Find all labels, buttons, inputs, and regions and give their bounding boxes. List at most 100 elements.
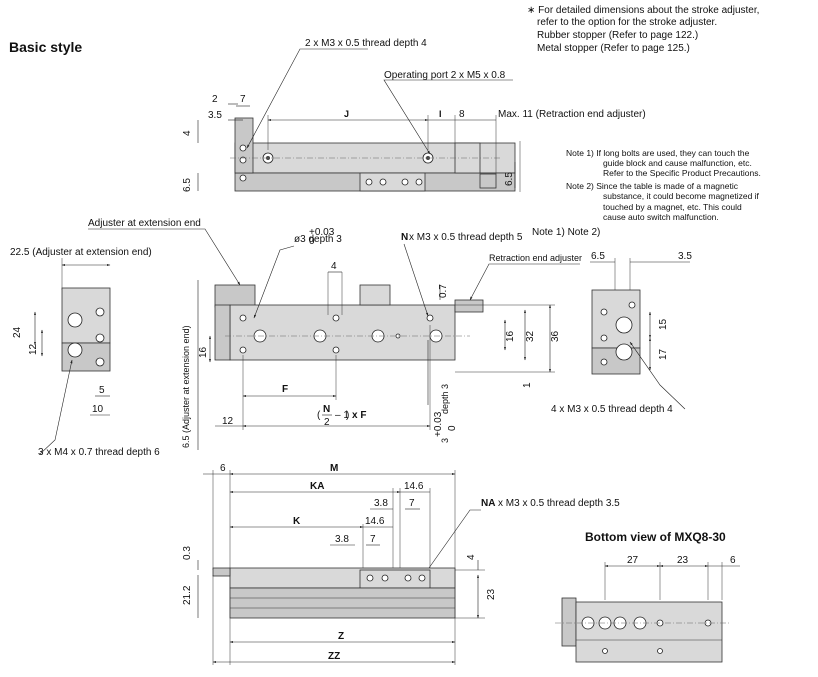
dim-3-5: 3.5 bbox=[208, 110, 222, 121]
dim-12: 12 bbox=[28, 343, 39, 355]
dim-36: 36 bbox=[550, 330, 561, 342]
front-adjuster bbox=[214, 284, 256, 308]
leader-port bbox=[383, 79, 513, 155]
dim-6-5: 6.5 bbox=[591, 251, 605, 262]
formula-N: N bbox=[323, 404, 330, 415]
thread-hole bbox=[239, 144, 247, 152]
dim-M: M bbox=[330, 463, 338, 474]
thread-hole bbox=[600, 308, 608, 316]
front-view-body bbox=[229, 304, 456, 361]
mxq-body bbox=[575, 601, 723, 663]
thread-hole bbox=[95, 307, 105, 317]
dim-3-tol-lower: 0 bbox=[447, 425, 458, 431]
note-right-3: Refer to the Specific Product Precaution… bbox=[603, 168, 761, 178]
left-view: 22.5 (Adjuster at extension end) 24 12 5… bbox=[10, 247, 160, 458]
dim-3-8-b: 3.8 bbox=[335, 534, 349, 545]
dim-3-8-a: 3.8 bbox=[374, 498, 388, 509]
port-hole bbox=[615, 316, 633, 334]
note-top-3: Rubber stopper (Refer to page 122.) bbox=[537, 30, 698, 41]
right-thread-label: 4 x M3 x 0.5 thread depth 4 bbox=[551, 404, 673, 415]
dim-depth3: depth 3 bbox=[440, 384, 450, 414]
dim-12: 12 bbox=[222, 416, 234, 427]
dim-4: 4 bbox=[331, 261, 337, 272]
top-view-guide-block bbox=[359, 172, 426, 192]
note-right-2: guide block and cause malfunction, etc. bbox=[603, 158, 752, 168]
mxq-bottom-view: Bottom view of MXQ8-30 27 23 6 bbox=[555, 530, 740, 663]
thread-hole bbox=[381, 574, 389, 582]
dim-32: 32 bbox=[525, 330, 536, 342]
thread-hole bbox=[239, 346, 247, 354]
mxq-end-plate bbox=[561, 597, 577, 647]
leader-thread bbox=[246, 48, 368, 149]
adjuster-vertical-label: 6.5 (Adjuster at extension end) bbox=[181, 325, 191, 448]
dim-I: I bbox=[439, 109, 442, 119]
dim-4: 4 bbox=[182, 130, 193, 136]
N-rest: x M3 x 0.5 thread depth 5 bbox=[409, 232, 523, 243]
pin-label: ø3 depth 3 bbox=[294, 234, 342, 245]
top-view: 2 x M3 x 0.5 thread depth 4 Operating po… bbox=[182, 38, 646, 192]
front-top-block bbox=[359, 284, 391, 306]
thread-hole bbox=[628, 301, 636, 309]
dim-5: 5 bbox=[99, 385, 105, 396]
front-view: Adjuster at extension end ø3 depth 3 +0.… bbox=[88, 218, 600, 450]
NA-rest: x M3 x 0.5 thread depth 3.5 bbox=[498, 498, 620, 509]
dim-15: 15 bbox=[658, 318, 669, 330]
thread-hole bbox=[366, 574, 374, 582]
dim-KA: KA bbox=[310, 481, 324, 492]
mxq-title: Bottom view of MXQ8-30 bbox=[585, 530, 726, 544]
dim-J: J bbox=[344, 109, 349, 119]
thread-hole bbox=[95, 357, 105, 367]
header-notes: ∗ For detailed dimensions about the stro… bbox=[527, 5, 759, 54]
dim-2: 2 bbox=[212, 94, 218, 105]
thread-hole bbox=[426, 314, 434, 322]
thread-hole bbox=[379, 178, 387, 186]
dim-ZZ: ZZ bbox=[328, 651, 340, 662]
mount-hole bbox=[67, 342, 83, 358]
leader-thread bbox=[629, 341, 686, 410]
dim-10: 10 bbox=[92, 404, 104, 415]
dim-6-5-right: 6.5 bbox=[504, 172, 515, 186]
front-end-plate bbox=[214, 304, 231, 361]
leader bbox=[403, 243, 429, 317]
dim-14-6-b: 14.6 bbox=[365, 516, 385, 527]
page-title: Basic style bbox=[9, 39, 82, 55]
leader bbox=[88, 228, 241, 286]
thread-hole bbox=[415, 178, 423, 186]
thread-hole bbox=[239, 156, 247, 164]
dim-3: 3 bbox=[440, 438, 450, 443]
dim-6: 6 bbox=[730, 555, 736, 566]
right-view: 6.5 3.5 15 17 4 x M3 x 0.5 thread depth … bbox=[551, 251, 692, 415]
thread-hole bbox=[602, 648, 608, 654]
dim-7-a: 7 bbox=[409, 498, 415, 509]
NA-label: NA bbox=[481, 498, 495, 509]
leader bbox=[253, 245, 295, 319]
thread-hole bbox=[239, 314, 247, 322]
leader bbox=[469, 263, 580, 301]
thread-hole bbox=[401, 178, 409, 186]
pin-tol-upper: +0.03 bbox=[309, 227, 335, 238]
thread-hole bbox=[95, 333, 105, 343]
note-right-4: Note 2) Since the table is made of a mag… bbox=[566, 181, 739, 191]
dim-23: 23 bbox=[486, 588, 497, 600]
thread-hole bbox=[600, 358, 608, 366]
thread-hole bbox=[332, 314, 340, 322]
thread-hole bbox=[239, 174, 247, 182]
dim-6-5: 6.5 bbox=[182, 178, 193, 192]
thread-hole bbox=[332, 346, 340, 354]
dim-21-2: 21.2 bbox=[182, 585, 193, 605]
dim-F: F bbox=[282, 384, 288, 395]
left-view-title: 22.5 (Adjuster at extension end) bbox=[10, 247, 152, 258]
dim-14-6-a: 14.6 bbox=[404, 481, 424, 492]
left-thread-label: 3 x M4 x 0.7 thread depth 6 bbox=[38, 447, 160, 458]
dim-0-3: 0.3 bbox=[182, 546, 193, 560]
dim-Z: Z bbox=[338, 631, 344, 642]
top-view-port-fitting bbox=[479, 173, 497, 189]
thread-hole bbox=[404, 574, 412, 582]
dim-24: 24 bbox=[12, 326, 23, 338]
formula-paren-close: ) bbox=[346, 410, 349, 421]
dim-6: 6 bbox=[220, 463, 226, 474]
note-right-5: substance, it could become magnetized if bbox=[603, 191, 760, 201]
pin-tol-lower: 0 bbox=[309, 236, 315, 247]
retraction-label: Retraction end adjuster bbox=[489, 253, 582, 263]
